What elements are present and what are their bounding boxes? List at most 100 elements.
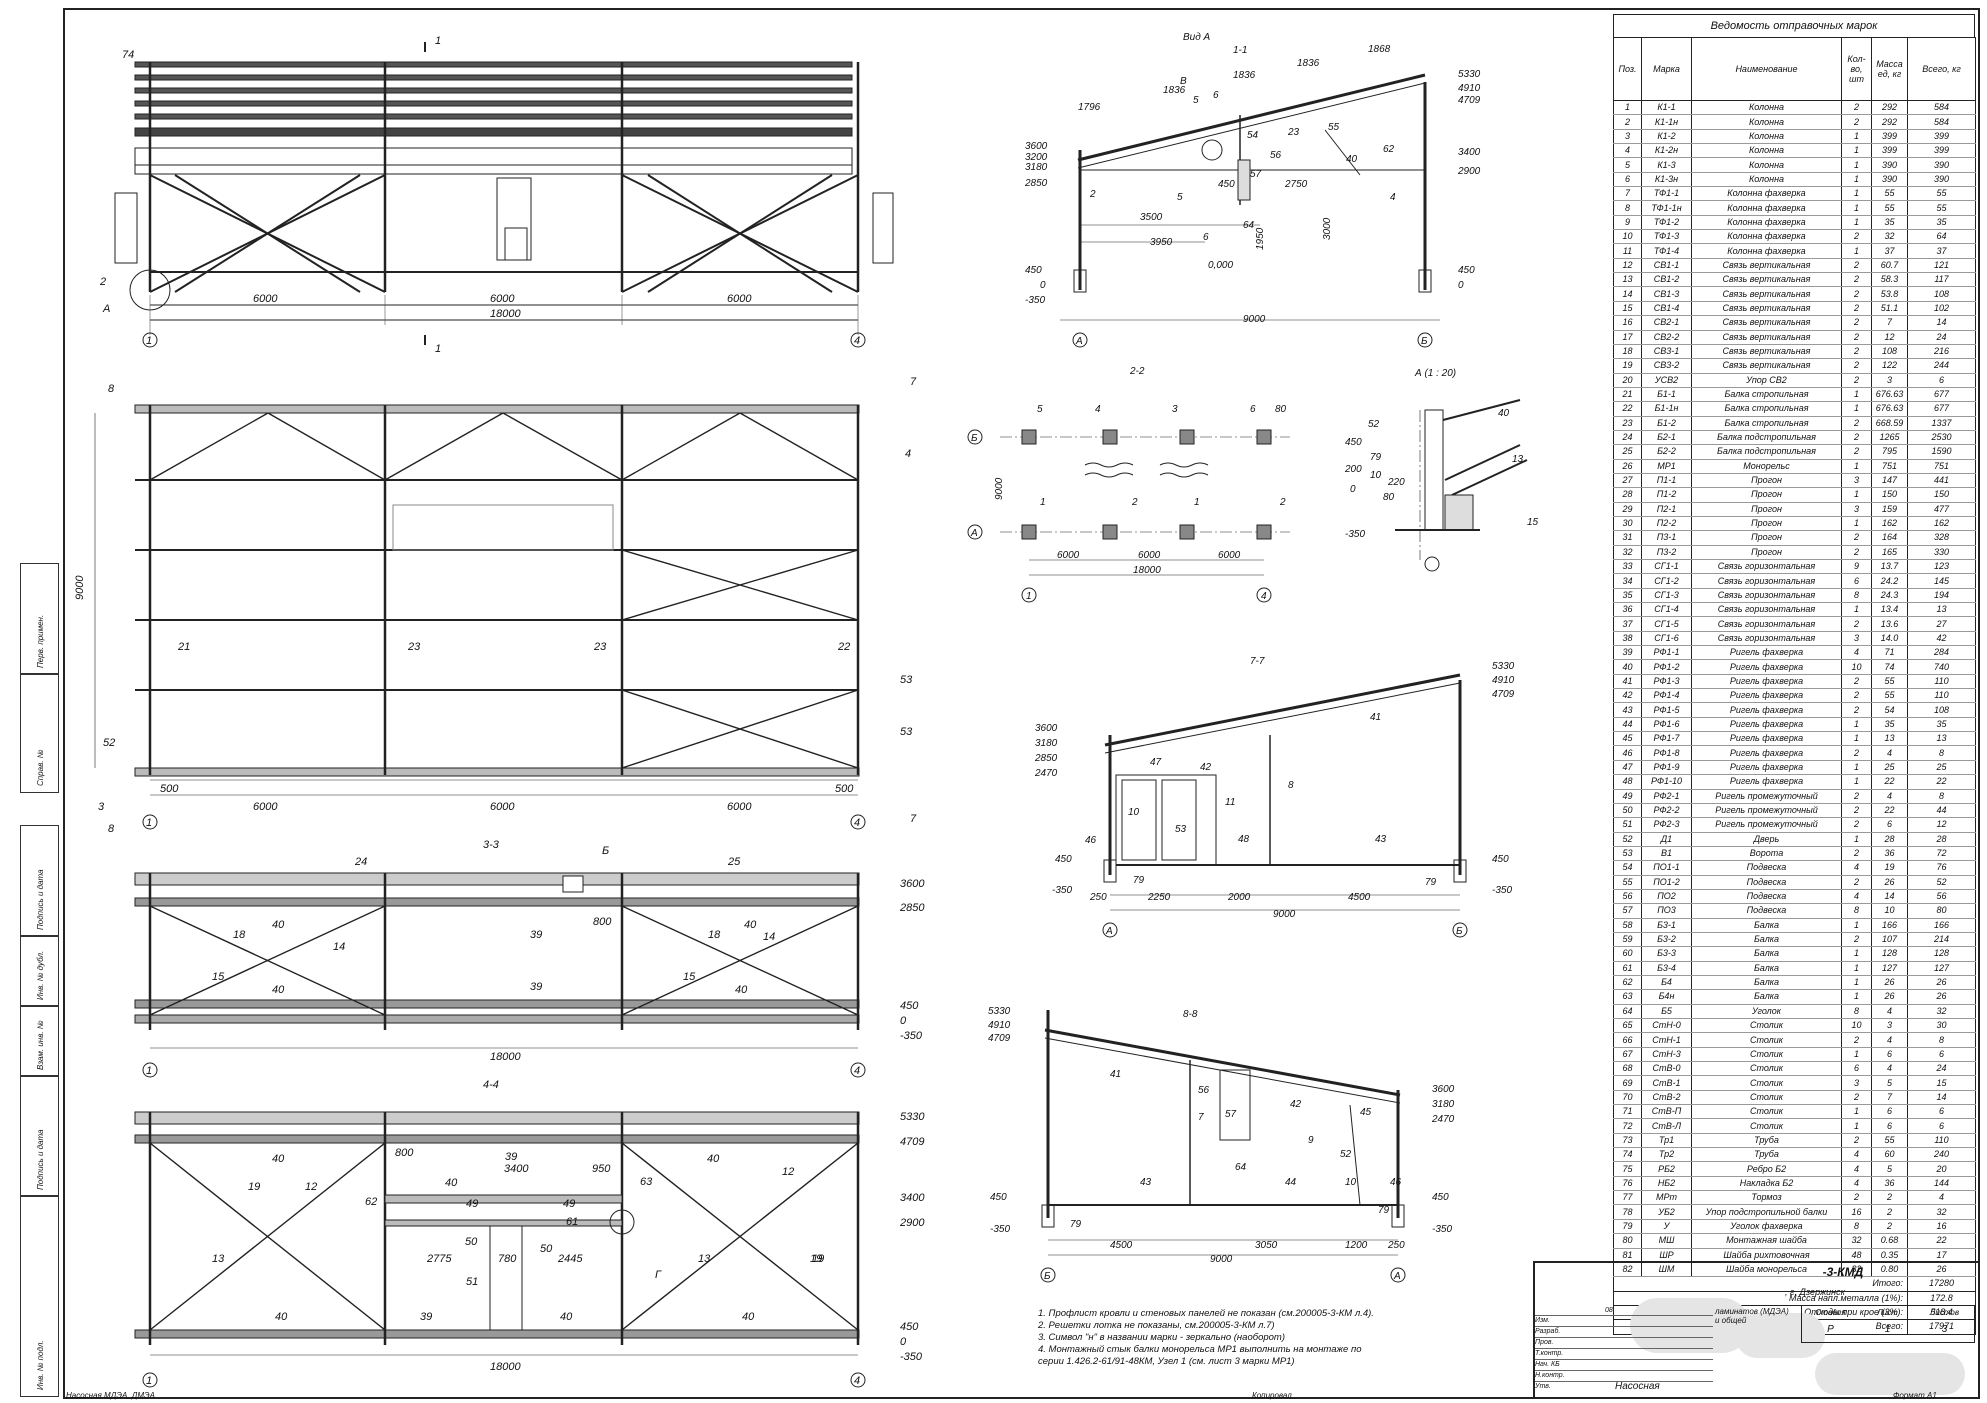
note-line: 3. Символ "н" в названии марки - зеркаль… — [1038, 1332, 1285, 1343]
schedule-cell: 2 — [1841, 688, 1872, 704]
s33-dim: 800 — [593, 916, 612, 928]
schedule-cell: 194 — [1907, 588, 1976, 604]
schedule-cell: 2 — [1841, 1190, 1872, 1206]
s88-dim: 250 — [1387, 1240, 1405, 1251]
schedule-cell: Б3-2 — [1641, 932, 1692, 948]
drawing-code: -3-КМД — [1822, 1265, 1864, 1279]
s88-level: 4910 — [988, 1020, 1011, 1031]
s44-callout: 39 — [420, 1311, 432, 1323]
s22-dim: 18000 — [1133, 565, 1161, 576]
schedule-cell: СтН-0 — [1641, 1018, 1692, 1034]
schedule-header-cell: Марка — [1641, 37, 1692, 101]
schedule-cell: Упор СВ2 — [1691, 373, 1842, 388]
plan-callout: 23 — [593, 641, 607, 653]
schedule-cell: Колонна — [1691, 100, 1842, 116]
detA-level: 200 — [1344, 464, 1362, 475]
schedule-cell: 51 — [1613, 817, 1642, 833]
schedule-cell: П3-2 — [1641, 545, 1692, 561]
s22-callout: 1 — [1040, 497, 1046, 508]
date-stamp: 08 — [1605, 1307, 1613, 1314]
schedule-cell: 14 — [1907, 1090, 1976, 1106]
schedule-cell: СГ1-3 — [1641, 588, 1692, 604]
schedule-cell: 102 — [1907, 301, 1976, 317]
schedule-cell: 390 — [1871, 157, 1908, 173]
s77-axis: Б — [1456, 926, 1463, 937]
schedule-cell: НБ2 — [1641, 1176, 1692, 1192]
view-elevation-top — [114, 42, 894, 348]
schedule-cell: 32 — [1841, 1233, 1872, 1249]
schedule-cell: 2 — [1841, 272, 1872, 288]
schedule-cell: Столик — [1691, 1032, 1842, 1048]
schedule-cell: 50 — [1613, 803, 1642, 819]
schedule-cell: 10 — [1871, 903, 1908, 919]
detA-level: 0 — [1350, 484, 1356, 495]
schedule-cell: 9 — [1841, 559, 1872, 575]
s44-dim: 780 — [498, 1253, 517, 1265]
schedule-cell: 6 — [1871, 1104, 1908, 1120]
schedule-cell: Колонна — [1691, 143, 1842, 159]
schedule-cell: 1 — [1841, 602, 1872, 618]
schedule-cell: 2 — [1871, 1190, 1908, 1206]
schedule-cell: 48 — [1613, 774, 1642, 790]
sheet-frame — [63, 8, 1980, 1399]
schedule-cell: 128 — [1871, 946, 1908, 962]
schedule-header-cell: Наименование — [1691, 37, 1842, 101]
schedule-cell: РФ2-1 — [1641, 789, 1692, 804]
detA-level: -350 — [1345, 529, 1365, 540]
detA-callout: 80 — [1383, 492, 1395, 503]
schedule-cell: 28 — [1871, 832, 1908, 847]
schedule-cell: СВ2-2 — [1641, 330, 1692, 345]
schedule-cell: 399 — [1907, 129, 1976, 145]
schedule-cell: 24 — [1907, 330, 1976, 345]
schedule-cell: 150 — [1871, 487, 1908, 503]
schedule-cell: 13.4 — [1871, 602, 1908, 618]
schedule-cell: 55 — [1871, 200, 1908, 216]
schedule-cell: 58.3 — [1871, 272, 1908, 288]
detail-title-a: А (1 : 20) — [1414, 368, 1456, 379]
v1-dim: 6000 — [490, 293, 515, 305]
schedule-cell: 1 — [1841, 459, 1872, 474]
schedule-cell: 60 — [1871, 1147, 1908, 1163]
s77-callout: 46 — [1085, 835, 1097, 846]
s44-callout: 19 — [810, 1253, 822, 1265]
schedule-cell: 1 — [1841, 401, 1872, 417]
schedule-cell: 32 — [1907, 1004, 1976, 1020]
s44-callout: 61 — [566, 1216, 578, 1228]
schedule-cell: 2 — [1841, 258, 1872, 274]
schedule-cell: 77 — [1613, 1190, 1642, 1206]
schedule-cell: РФ2-2 — [1641, 803, 1692, 819]
schedule-cell: 8 — [1841, 903, 1872, 919]
schedule-cell: 72 — [1907, 846, 1976, 862]
schedule-title: Ведомость отправочных марок — [1613, 14, 1975, 37]
plan-section-mark: 8 — [108, 383, 115, 395]
schedule-cell: 10 — [1841, 1018, 1872, 1034]
schedule-cell: 13 — [1907, 731, 1976, 747]
schedule-cell: Подвеска — [1691, 860, 1842, 876]
schedule-cell: 117 — [1907, 272, 1976, 288]
s11-dim-top: 1836 — [1233, 70, 1256, 81]
s11-level: 0 — [1458, 280, 1464, 291]
plan-section-mark: 3 — [98, 801, 105, 813]
schedule-cell: Прогон — [1691, 473, 1842, 489]
schedule-cell: 1 — [1841, 918, 1872, 933]
schedule-cell: 2530 — [1907, 430, 1976, 446]
schedule-cell: 26 — [1871, 989, 1908, 1005]
schedule-cell: 127 — [1871, 961, 1908, 976]
s44-callout: 62 — [365, 1196, 377, 1208]
schedule-cell: 7 — [1871, 1090, 1908, 1106]
schedule-cell: МШ — [1641, 1233, 1692, 1249]
schedule-cell: СтВ-П — [1641, 1104, 1692, 1120]
schedule-cell: 35 — [1613, 588, 1642, 604]
